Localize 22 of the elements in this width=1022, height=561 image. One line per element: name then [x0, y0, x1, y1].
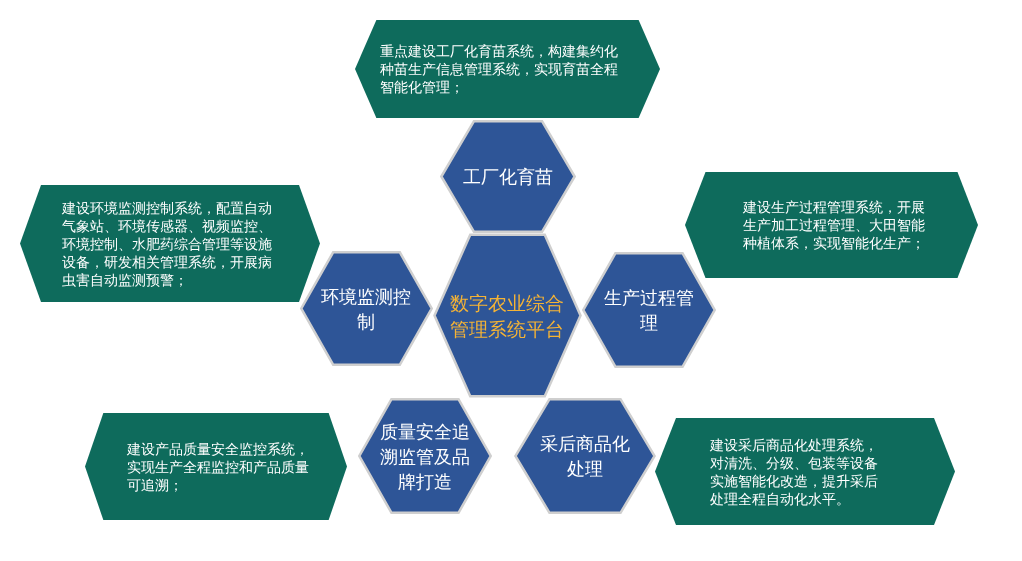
hexagon-label: 生产过程管理	[603, 286, 695, 335]
hexagon	[358, 398, 492, 514]
description-text: 建设采后商品化处理系统，对清洗、分级、包装等设备实施智能化改造，提升采后处理全程自动化水平。	[710, 435, 879, 508]
hexagon-label: 采后商品化处理	[539, 432, 631, 481]
hexagon-label: 工厂化育苗	[463, 165, 553, 189]
description-panel	[20, 185, 320, 302]
center-hexagon	[433, 233, 582, 398]
description-panel	[355, 20, 660, 118]
platform-title: 数字农业综合管理系统平台	[449, 290, 566, 342]
description-panel	[655, 418, 955, 525]
description-text: 建设生产过程管理系统，开展生产加工过程管理、大田智能种植体系，实现智能化生产；	[743, 198, 926, 252]
description-panel	[85, 413, 347, 520]
description-text: 建设环境监测控制系统，配置自动气象站、环境传感器、视频监控、环境控制、水肥药综合管理等设施设备，研发相关管理系统，开展病虫害自动监测预警；	[62, 198, 273, 289]
description-text: 建设产品质量安全监控系统，实现生产全程监控和产品质量可追溯；	[127, 439, 310, 494]
description-text: 重点建设工厂化育苗系统，构建集约化种苗生产信息管理系统，实现育苗全程智能化管理；	[380, 42, 619, 96]
description-panel	[685, 172, 978, 278]
hexagon	[300, 251, 433, 366]
hexagon	[582, 252, 716, 368]
hexagon	[440, 120, 576, 233]
hexagon-label: 质量安全追溯监管及品牌打造	[379, 419, 471, 494]
hexagon	[514, 398, 656, 514]
hexagon-label: 环境监测控制	[320, 284, 413, 334]
